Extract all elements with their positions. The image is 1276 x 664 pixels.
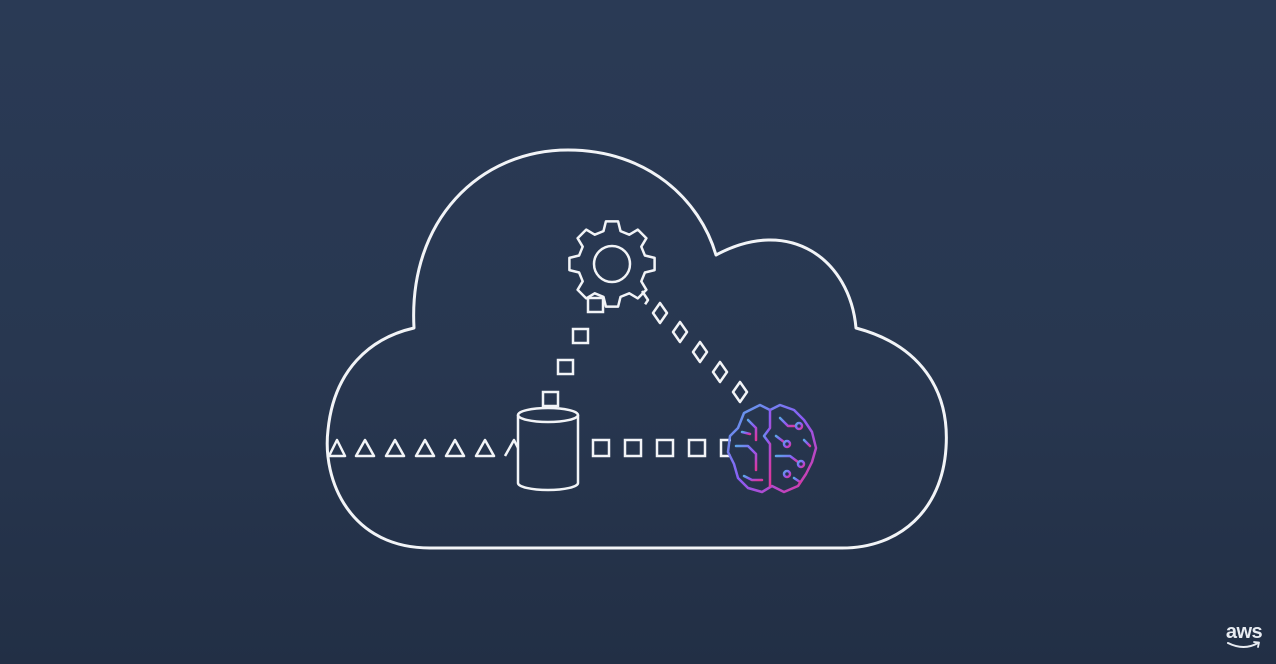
- diamond-stream: [634, 289, 749, 404]
- triangle-stream: [327, 438, 520, 458]
- triangle-marker: [503, 438, 520, 457]
- triangle-marker: [444, 438, 466, 458]
- diamond-marker: [634, 289, 650, 311]
- database-icon: [516, 406, 580, 492]
- square-marker: [655, 438, 675, 458]
- aws-logo: aws: [1222, 622, 1266, 652]
- square-marker: [623, 438, 643, 458]
- gear-icon: [568, 220, 656, 308]
- diamond-marker: [731, 380, 749, 404]
- square-marker: [586, 296, 605, 314]
- square-stream-horizontal: [591, 438, 731, 458]
- cloud-icon: [325, 148, 948, 550]
- square-marker: [719, 438, 731, 458]
- triangle-marker: [384, 438, 406, 458]
- diamond-marker: [691, 340, 709, 364]
- square-marker: [556, 358, 575, 376]
- aws-smile-icon: [1227, 641, 1260, 648]
- brain-circuit-icon: [726, 403, 818, 494]
- triangle-marker: [327, 438, 347, 458]
- diamond-marker: [651, 301, 669, 325]
- square-stream-vertical: [541, 296, 605, 408]
- square-marker: [591, 438, 611, 458]
- triangle-marker: [474, 438, 496, 458]
- triangle-marker: [354, 438, 376, 458]
- diamond-marker: [711, 360, 729, 384]
- square-marker: [541, 390, 560, 408]
- aws-logo-text: aws: [1225, 621, 1263, 643]
- square-marker: [687, 438, 707, 458]
- triangle-marker: [414, 438, 436, 458]
- diamond-marker: [671, 320, 689, 344]
- square-marker: [571, 327, 590, 345]
